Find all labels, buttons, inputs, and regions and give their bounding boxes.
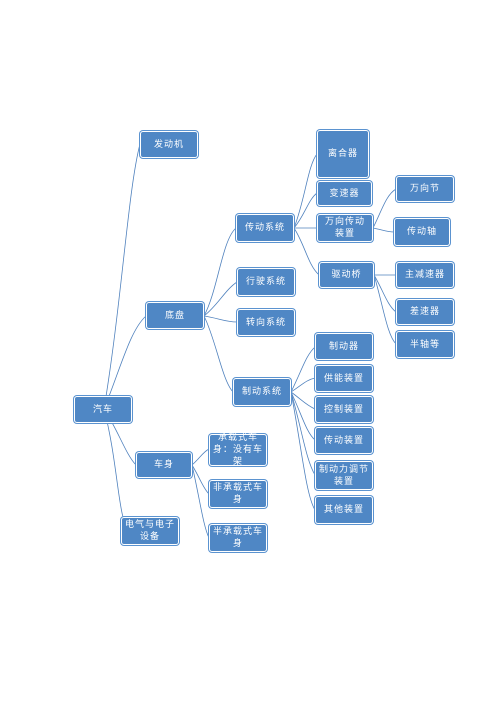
node-half-shaft: 半轴等: [396, 331, 454, 358]
node-energy-supply: 供能装置: [315, 365, 373, 392]
node-universal-drive: 万向传动装置: [317, 214, 373, 242]
connector-axle-halfshaft: [373, 274, 397, 345]
node-brake-force-regulator: 制动力调节装置: [315, 461, 373, 490]
node-drive-axle: 驱动桥: [319, 262, 374, 288]
node-engine: 发动机: [140, 131, 198, 158]
node-control-device: 控制装置: [315, 396, 373, 423]
node-root-car: 汽车: [74, 396, 132, 423]
connector-chassis-steering: [203, 315, 238, 323]
node-universal-joint: 万向节: [396, 176, 454, 202]
connector-transmission-clutch: [293, 153, 318, 229]
connector-chassis-running: [203, 281, 238, 317]
connector-root-engine: [103, 143, 141, 410]
node-gearbox: 变速器: [317, 181, 372, 206]
node-main-reducer: 主减速器: [396, 262, 454, 288]
connector-body-unitized: [191, 448, 210, 466]
connector-braking-regulator: [290, 391, 316, 476]
connector-transmission-gearbox: [293, 192, 318, 229]
connector-transmission-axle: [293, 227, 320, 276]
connector-chassis-braking: [203, 315, 234, 393]
node-semi-unitized-body: 半承载式车身: [209, 524, 267, 552]
node-electrical: 电气与电子设备: [121, 517, 179, 545]
connector-braking-brake: [290, 346, 316, 393]
node-chassis: 底盘: [146, 302, 204, 329]
node-non-unitized-body: 非承载式车身: [209, 480, 267, 508]
connector-braking-other: [290, 391, 316, 511]
connector-axle-differential: [373, 274, 397, 313]
connector-braking-transmission-device: [290, 391, 316, 441]
node-unitized-body: 承载式车身：没有车架: [209, 433, 267, 467]
node-brake: 制动器: [315, 333, 373, 360]
node-transmission-device: 传动装置: [315, 427, 373, 454]
connector-universal-joint: [372, 188, 397, 229]
connector-braking-control: [290, 391, 316, 410]
node-body: 车身: [136, 452, 192, 478]
node-braking-system: 制动系统: [233, 378, 291, 406]
node-differential: 差速器: [396, 299, 454, 325]
node-clutch: 离合器: [317, 130, 369, 178]
node-steering-system: 转向系统: [237, 309, 295, 336]
connector-universal-shaft: [372, 227, 395, 233]
node-transmission-system: 传动系统: [236, 214, 294, 242]
connector-braking-energy: [290, 377, 316, 393]
node-running-system: 行驶系统: [237, 268, 295, 296]
connector-body-semi: [191, 464, 210, 539]
connector-chassis-transmission: [203, 227, 237, 317]
node-other-devices: 其他装置: [315, 496, 373, 524]
node-drive-shaft: 传动轴: [394, 218, 450, 246]
connector-body-nonunitized: [191, 464, 210, 495]
